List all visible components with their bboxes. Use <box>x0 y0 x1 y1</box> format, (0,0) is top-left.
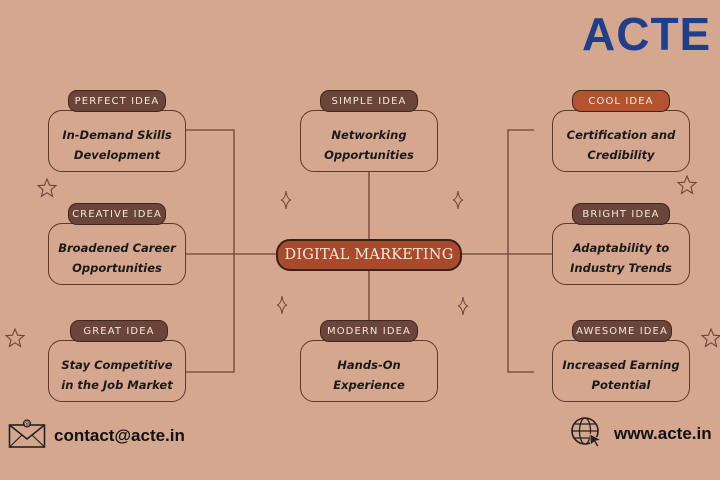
idea-card-text: In-Demand Skills Development <box>62 128 172 162</box>
idea-card-text: Hands-On Experience <box>333 358 405 392</box>
idea-card-certification: Certification and Credibility <box>552 110 690 172</box>
globe-cursor-icon <box>571 417 603 448</box>
idea-card-career: Broadened Career Opportunities <box>48 223 186 285</box>
idea-card-text: Adaptability to Industry Trends <box>570 241 672 275</box>
star-outline-icon <box>36 177 58 198</box>
tag-modern-idea: MODERN IDEA <box>320 320 418 342</box>
idea-card-handson: Hands-On Experience <box>300 340 438 402</box>
mail-icon: @ <box>8 419 46 448</box>
idea-card-competitive: Stay Competitive in the Job Market <box>48 340 186 402</box>
idea-card-text: Broadened Career Opportunities <box>58 241 176 275</box>
acte-logo: ACTE <box>582 8 712 60</box>
sparkle-icon <box>457 296 469 316</box>
sparkle-icon <box>452 190 464 210</box>
center-topic: DIGITAL MARKETING <box>276 239 462 271</box>
idea-card-text: Increased Earning Potential <box>562 358 680 392</box>
idea-card-adaptability: Adaptability to Industry Trends <box>552 223 690 285</box>
website-link[interactable]: www.acte.in <box>614 424 712 443</box>
contact-email[interactable]: contact@acte.in <box>54 426 185 445</box>
idea-card-text: Certification and Credibility <box>566 128 676 162</box>
tag-great-idea: GREAT IDEA <box>70 320 168 342</box>
sparkle-icon <box>280 190 292 210</box>
sparkle-icon <box>276 295 288 315</box>
star-outline-icon <box>4 327 26 348</box>
tag-perfect-idea: PERFECT IDEA <box>68 90 166 112</box>
tag-awesome-idea: AWESOME IDEA <box>572 320 672 342</box>
tag-simple-idea: SIMPLE IDEA <box>320 90 418 112</box>
star-outline-icon <box>700 327 720 348</box>
tag-cool-idea: COOL IDEA <box>572 90 670 112</box>
tag-bright-idea: BRIGHT IDEA <box>572 203 670 225</box>
idea-card-text: Stay Competitive in the Job Market <box>61 358 173 392</box>
star-outline-icon <box>676 174 698 195</box>
tag-creative-idea: CREATIVE IDEA <box>68 203 166 225</box>
idea-card-networking: Networking Opportunities <box>300 110 438 172</box>
idea-card-skills: In-Demand Skills Development <box>48 110 186 172</box>
svg-text:@: @ <box>24 421 30 428</box>
idea-card-text: Networking Opportunities <box>324 128 414 162</box>
idea-card-earning: Increased Earning Potential <box>552 340 690 402</box>
